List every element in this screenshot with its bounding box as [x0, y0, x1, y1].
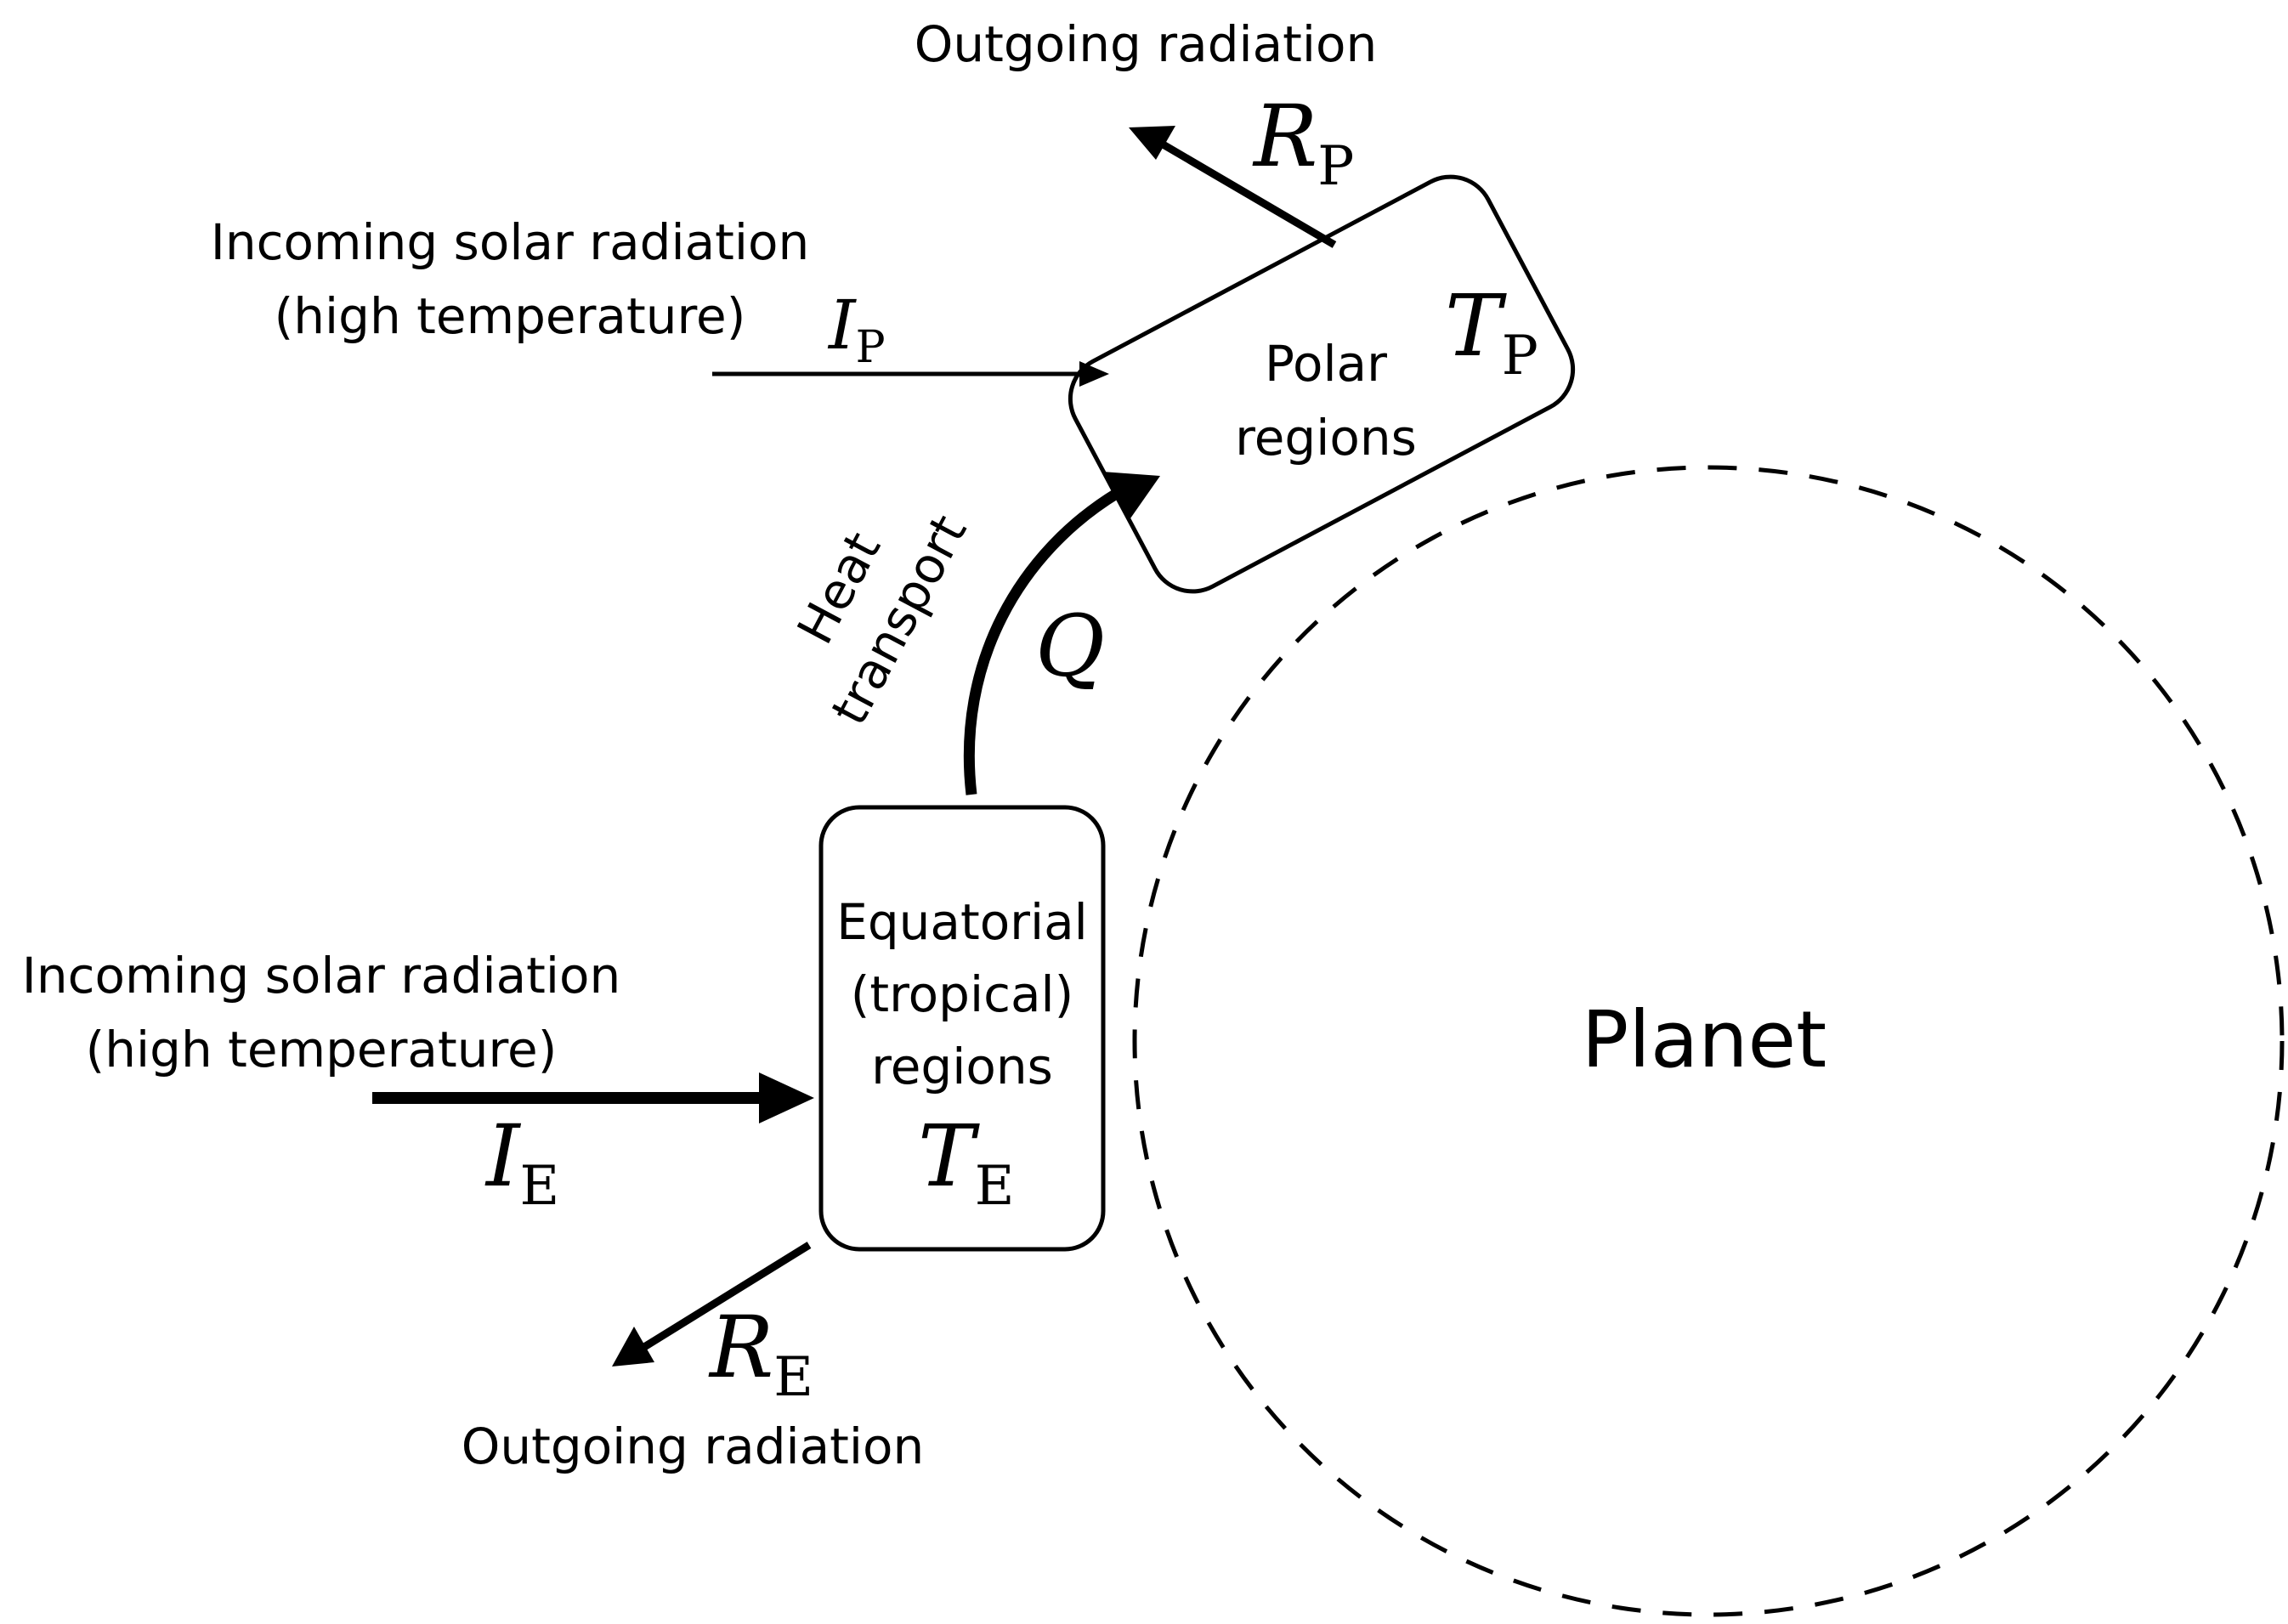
polar-box-label-line1: Polar: [1265, 335, 1387, 393]
equatorial-box: [818, 805, 1106, 1252]
equatorial-outgoing-label: Outgoing radiation: [462, 1417, 925, 1475]
equatorial-box-label-line2: (tropical): [851, 965, 1074, 1023]
planet-label: Planet: [1582, 994, 1826, 1085]
polar-temperature: TP: [1445, 276, 1538, 388]
equatorial-box-label-line3: regions: [871, 1038, 1053, 1095]
equatorial-temperature: TE: [918, 1106, 1014, 1218]
polar-incoming-arrowhead: [1079, 361, 1109, 387]
equatorial-incoming-label-line2: (high temperature): [86, 1021, 558, 1078]
heat-transport-symbol: Q: [1035, 597, 1105, 696]
polar-box-label-line2: regions: [1235, 409, 1417, 467]
equatorial-incoming-label-line1: Incoming solar radiation: [22, 947, 620, 1004]
heat-transport-arrow: [963, 488, 1121, 795]
polar-incoming-label-line1: Incoming solar radiation: [211, 213, 809, 271]
equatorial-outgoing-symbol: RE: [708, 1298, 813, 1409]
polar-outgoing-arrowhead: [1129, 126, 1175, 160]
polar-outgoing-symbol: RP: [1252, 87, 1354, 198]
equatorial-incoming-arrowhead: [759, 1072, 814, 1123]
planet-outline: [1132, 465, 2285, 1617]
polar-outgoing-arrow: [1158, 139, 1337, 248]
equatorial-incoming-symbol: IE: [484, 1106, 559, 1218]
polar-incoming-symbol: IP: [827, 286, 886, 373]
equatorial-outgoing-arrow: [642, 1242, 812, 1350]
polar-incoming-label-line2: (high temperature): [275, 287, 746, 345]
polar-outgoing-label: Outgoing radiation: [915, 15, 1378, 73]
heat-transport-arrowhead: [1102, 472, 1160, 518]
equatorial-outgoing-arrowhead: [612, 1327, 654, 1367]
equatorial-box-label-line1: Equatorial: [836, 893, 1088, 951]
heat-transport-label: Heat transport: [786, 506, 978, 734]
